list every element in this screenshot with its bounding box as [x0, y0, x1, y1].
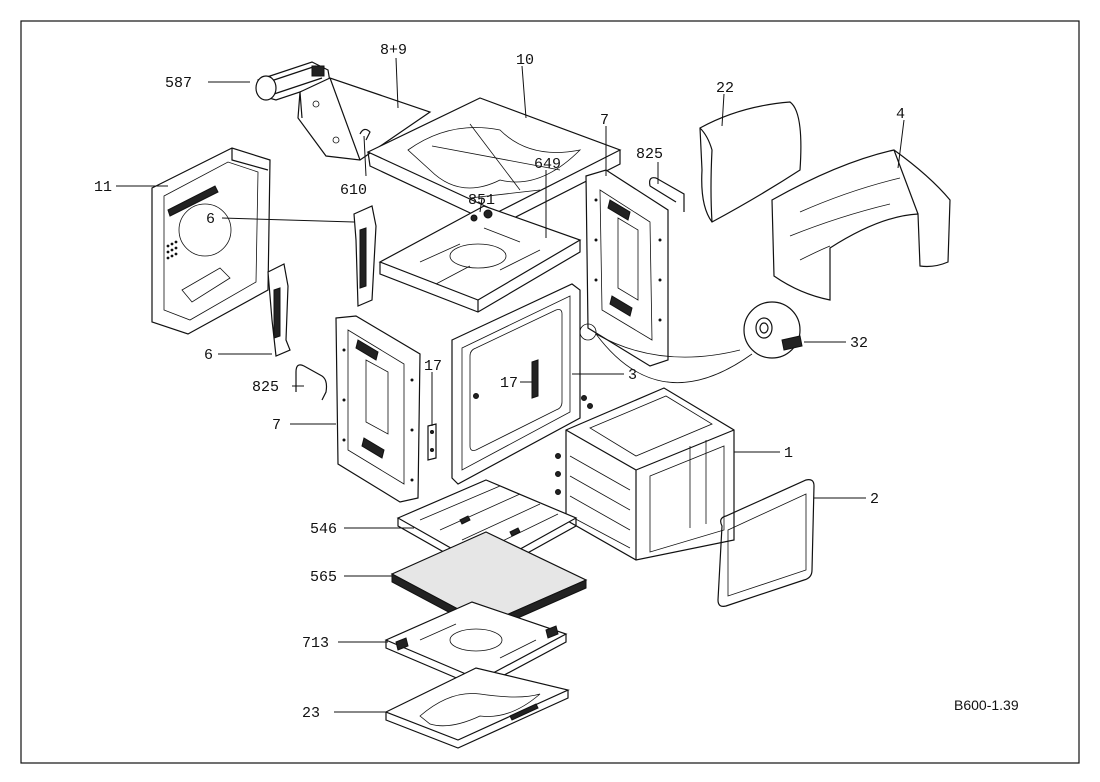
callout-6-top: 6 — [206, 211, 215, 228]
callout-3: 3 — [628, 367, 637, 384]
diagram-reference-code: B600-1.39 — [954, 697, 1019, 713]
callout-825-left: 825 — [252, 379, 279, 396]
callout-6-bottom: 6 — [204, 347, 213, 364]
callout-32: 32 — [850, 335, 868, 352]
callout-713: 713 — [302, 635, 329, 652]
part-4-insulation-wrap — [771, 149, 951, 301]
callout-4: 4 — [896, 106, 905, 123]
callout-1: 1 — [784, 445, 793, 462]
part-32-fastener-detail — [579, 301, 803, 383]
callout-17-mid: 17 — [500, 375, 518, 392]
callout-2: 2 — [870, 491, 879, 508]
callout-587: 587 — [165, 75, 192, 92]
part-825-hook-left — [295, 364, 328, 401]
callout-23: 23 — [302, 705, 320, 722]
callout-649: 649 — [534, 156, 561, 173]
callout-565: 565 — [310, 569, 337, 586]
callout-851: 851 — [468, 192, 495, 209]
part-23-bottom-panel — [384, 667, 570, 749]
part-3-front-frame — [451, 283, 593, 485]
callout-7-right: 7 — [600, 112, 609, 129]
part-610-clip — [359, 128, 371, 141]
part-825-hook-top — [649, 177, 685, 212]
callout-546: 546 — [310, 521, 337, 538]
callout-11: 11 — [94, 179, 112, 196]
callout-8-9: 8+9 — [380, 42, 407, 59]
part-6-bracket-bottom — [267, 263, 291, 357]
part-17-bracket — [427, 423, 437, 461]
part-1-oven-cavity — [555, 387, 735, 561]
part-8-9-fan-panel — [297, 77, 432, 161]
diagram-border — [20, 20, 1080, 764]
part-11-rear-panel — [151, 147, 271, 335]
part-7-side-panel-left — [335, 315, 421, 503]
callout-22: 22 — [716, 80, 734, 97]
part-2-door-seal — [717, 479, 815, 607]
callout-10: 10 — [516, 52, 534, 69]
callout-610: 610 — [340, 182, 367, 199]
part-6-bracket-top — [353, 205, 377, 307]
leader-lines — [116, 57, 905, 713]
callout-17-top: 17 — [424, 358, 442, 375]
part-587-fan-motor — [255, 61, 331, 101]
part-649-upper-inner-panel — [378, 205, 582, 313]
part-22-insulation-block — [699, 101, 802, 223]
callout-7-left: 7 — [272, 417, 281, 434]
callout-825-top: 825 — [636, 146, 663, 163]
part-713-bottom-inner-panel — [384, 601, 568, 689]
